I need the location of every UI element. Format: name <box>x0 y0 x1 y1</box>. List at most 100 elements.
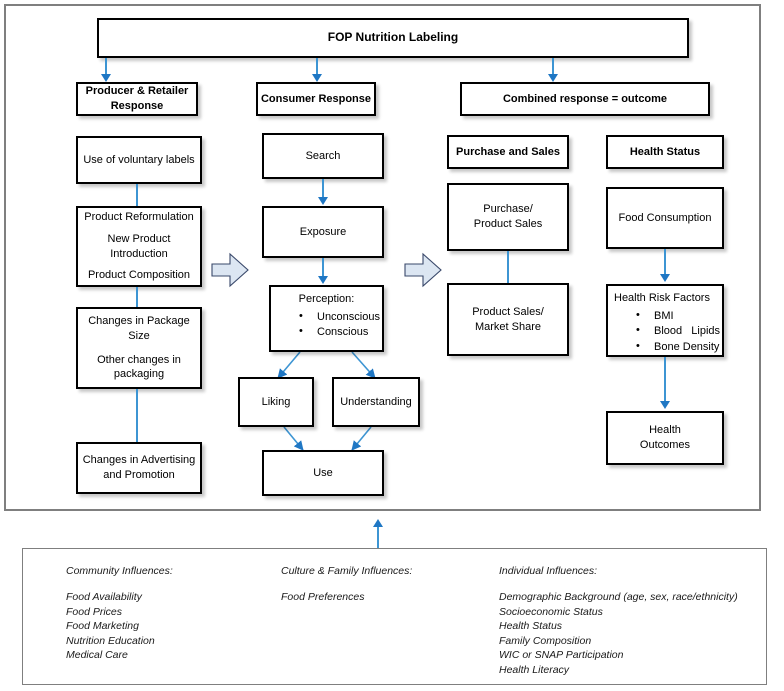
node-use-of-voluntary-labels[interactable]: Use of voluntary labels <box>76 136 202 184</box>
node-label: Understanding <box>340 395 412 408</box>
connector-exposure-to-perception <box>322 258 324 277</box>
influences-column-community: Community Influences: Food Availability … <box>66 564 173 663</box>
node-changes-in-advertising[interactable]: Changes in Advertising and Promotion <box>76 442 202 494</box>
influences-panel <box>22 548 767 685</box>
health-risk-bullet-list: BMI Blood Lipids Bone Density <box>614 308 720 356</box>
arrowhead-top-to-combined <box>548 74 558 82</box>
node-line-1: Health <box>649 424 681 437</box>
influences-item: Medical Care <box>66 649 128 662</box>
influences-item: Food Preferences <box>281 591 365 604</box>
influences-item: Socioeconomic Status <box>499 605 603 618</box>
influences-heading: Individual Influences: <box>499 565 598 577</box>
connector-search-to-exposure <box>322 179 324 198</box>
node-label: FOP Nutrition Labeling <box>327 30 459 45</box>
node-line-1: Changes in Advertising <box>82 454 196 467</box>
influences-column-individual: Individual Influences: Demographic Backg… <box>499 564 738 677</box>
node-understanding[interactable]: Understanding <box>332 377 420 427</box>
header-combined-response[interactable]: Combined response = outcome <box>460 82 710 116</box>
influences-item: Food Prices <box>66 605 123 618</box>
header-purchase-and-sales[interactable]: Purchase and Sales <box>447 135 569 169</box>
influences-item: Family Composition <box>499 634 592 647</box>
connector-voluntary-to-reformulation <box>136 184 138 206</box>
header-line-1: Combined response = outcome <box>502 92 668 105</box>
node-line-4: packaging <box>113 368 165 381</box>
header-health-status[interactable]: Health Status <box>606 135 724 169</box>
node-use[interactable]: Use <box>262 450 384 496</box>
node-line-4: Product Composition <box>87 269 191 282</box>
node-title: Health Risk Factors <box>614 292 710 304</box>
influences-item: Demographic Background (age, sex, race/e… <box>499 591 738 604</box>
influences-item: Health Literacy <box>499 663 570 676</box>
node-line-1: Product Sales/ <box>472 305 544 318</box>
arrowhead-influences-to-model <box>373 519 383 527</box>
node-line-2: Size <box>128 329 150 342</box>
node-label: Exposure <box>299 225 347 238</box>
header-label: Purchase and Sales <box>456 145 560 158</box>
node-line-3: Introduction <box>110 247 168 260</box>
connector-risk-factors-to-outcomes <box>664 357 666 402</box>
node-line-2: Product Sales <box>473 218 543 230</box>
influences-item: Food Marketing <box>66 620 139 633</box>
node-exposure[interactable]: Exposure <box>262 206 384 258</box>
influences-item: Nutrition Education <box>66 634 155 647</box>
node-label: Use <box>313 466 333 479</box>
node-search[interactable]: Search <box>262 133 384 179</box>
influences-heading: Community Influences: <box>66 565 173 577</box>
node-line-2: Market Share <box>474 320 542 333</box>
bullet-item: Conscious <box>299 324 380 340</box>
node-product-sales-market-share[interactable]: Product Sales/ Market Share <box>447 283 569 356</box>
influences-item: Food Availability <box>66 591 142 604</box>
node-label: Search <box>305 149 341 162</box>
node-product-reformulation[interactable]: Product Reformulation New Product Introd… <box>76 206 202 287</box>
node-line-2: New Product <box>107 232 171 245</box>
node-line-1: Changes in Package <box>88 315 190 328</box>
node-line-2: Outcomes <box>639 439 691 451</box>
node-title: Perception: <box>298 293 355 305</box>
header-line-1: Consumer Response <box>260 92 372 105</box>
node-line-2: and Promotion <box>103 469 175 481</box>
connector-purchase-to-market-share <box>507 251 509 283</box>
header-consumer-response[interactable]: Consumer Response <box>256 82 376 116</box>
node-line-1: Product Reformulation <box>84 211 194 223</box>
node-perception[interactable]: Perception: Unconscious Conscious <box>269 285 384 352</box>
influences-item: WIC or SNAP Participation <box>499 649 624 662</box>
node-line-3: Other changes in <box>97 353 181 366</box>
node-purchase-product-sales[interactable]: Purchase/ Product Sales <box>447 183 569 251</box>
bullet-item: Blood Lipids <box>636 323 720 339</box>
influences-column-culture-family: Culture & Family Influences: Food Prefer… <box>281 564 412 605</box>
connector-food-consumption-to-risk-factors <box>664 249 666 275</box>
node-health-outcomes[interactable]: Health Outcomes <box>606 411 724 465</box>
influences-item: Health Status <box>499 620 563 633</box>
bullet-item: Unconscious <box>299 309 380 325</box>
header-producer-retailer-response[interactable]: Producer & Retailer Response <box>76 82 198 116</box>
node-changes-in-package-size[interactable]: Changes in Package Size Other changes in… <box>76 307 202 389</box>
arrowhead-exposure-to-perception <box>318 276 328 284</box>
bullet-item: Bone Density <box>636 339 720 355</box>
node-line-1: Purchase/ <box>483 203 533 216</box>
connector-top-to-consumer <box>316 58 318 75</box>
arrowhead-search-to-exposure <box>318 197 328 205</box>
connector-top-to-combined <box>552 58 554 75</box>
node-health-risk-factors[interactable]: Health Risk Factors BMI Blood Lipids Bon… <box>606 284 724 357</box>
block-arrow-consumer-to-outcome <box>404 252 442 288</box>
bullet-item: BMI <box>636 308 720 324</box>
node-fop-nutrition-labeling[interactable]: FOP Nutrition Labeling <box>97 18 689 58</box>
influences-heading: Culture & Family Influences: <box>281 565 413 577</box>
arrowhead-risk-factors-to-outcomes <box>660 401 670 409</box>
header-label: Health Status <box>629 145 701 158</box>
node-liking[interactable]: Liking <box>238 377 314 427</box>
connector-top-to-producer <box>105 58 107 75</box>
arrowhead-food-consumption-to-risk-factors <box>660 274 670 282</box>
block-arrow-producer-to-consumer <box>211 252 249 288</box>
connector-reformulation-to-package <box>136 287 138 307</box>
connector-package-to-advertising <box>136 389 138 442</box>
arrowhead-top-to-producer <box>101 74 111 82</box>
header-line-2: Response <box>110 100 164 112</box>
node-label: Liking <box>261 395 291 408</box>
node-label: Food Consumption <box>618 211 712 224</box>
arrowhead-top-to-consumer <box>312 74 322 82</box>
connector-influences-to-model <box>377 527 379 548</box>
node-label: Use of voluntary labels <box>83 153 195 166</box>
node-food-consumption[interactable]: Food Consumption <box>606 187 724 249</box>
